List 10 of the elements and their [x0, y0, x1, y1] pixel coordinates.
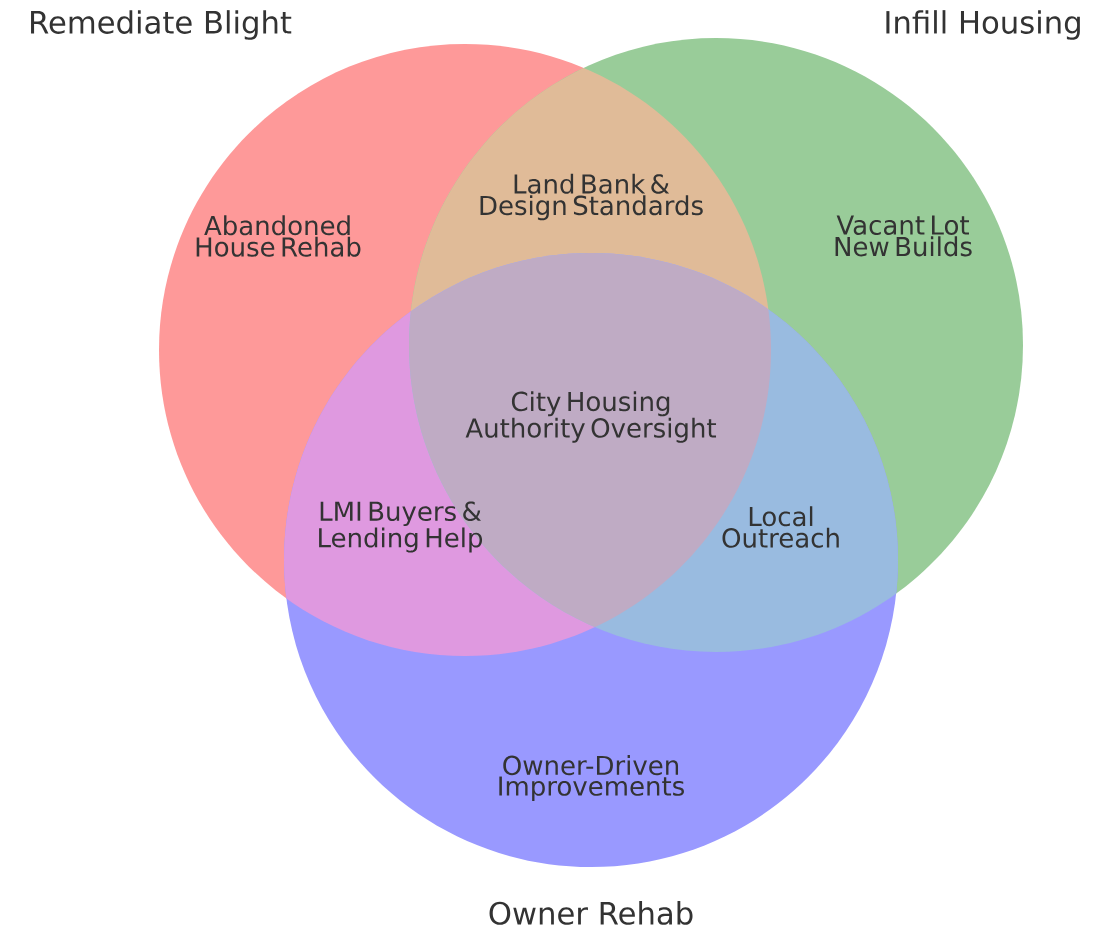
circle-title: Infill Housing [886, 10, 1080, 40]
region-text: Abandoned House Rehab [196, 215, 361, 257]
circle-title: Remediate Blight [31, 10, 292, 40]
region-text: LMI Buyers & Lending Help [319, 501, 483, 553]
region-text: Owner-Driven Improvements [499, 755, 684, 801]
region-text: Local Outreach [722, 506, 839, 548]
region-text: City Housing Authority Oversight [465, 391, 716, 443]
circle-title: Owner Rehab [489, 901, 693, 925]
region-text: Vacant Lot New Builds [835, 215, 972, 257]
region-text: Land Bank & Design Standards [480, 173, 703, 221]
